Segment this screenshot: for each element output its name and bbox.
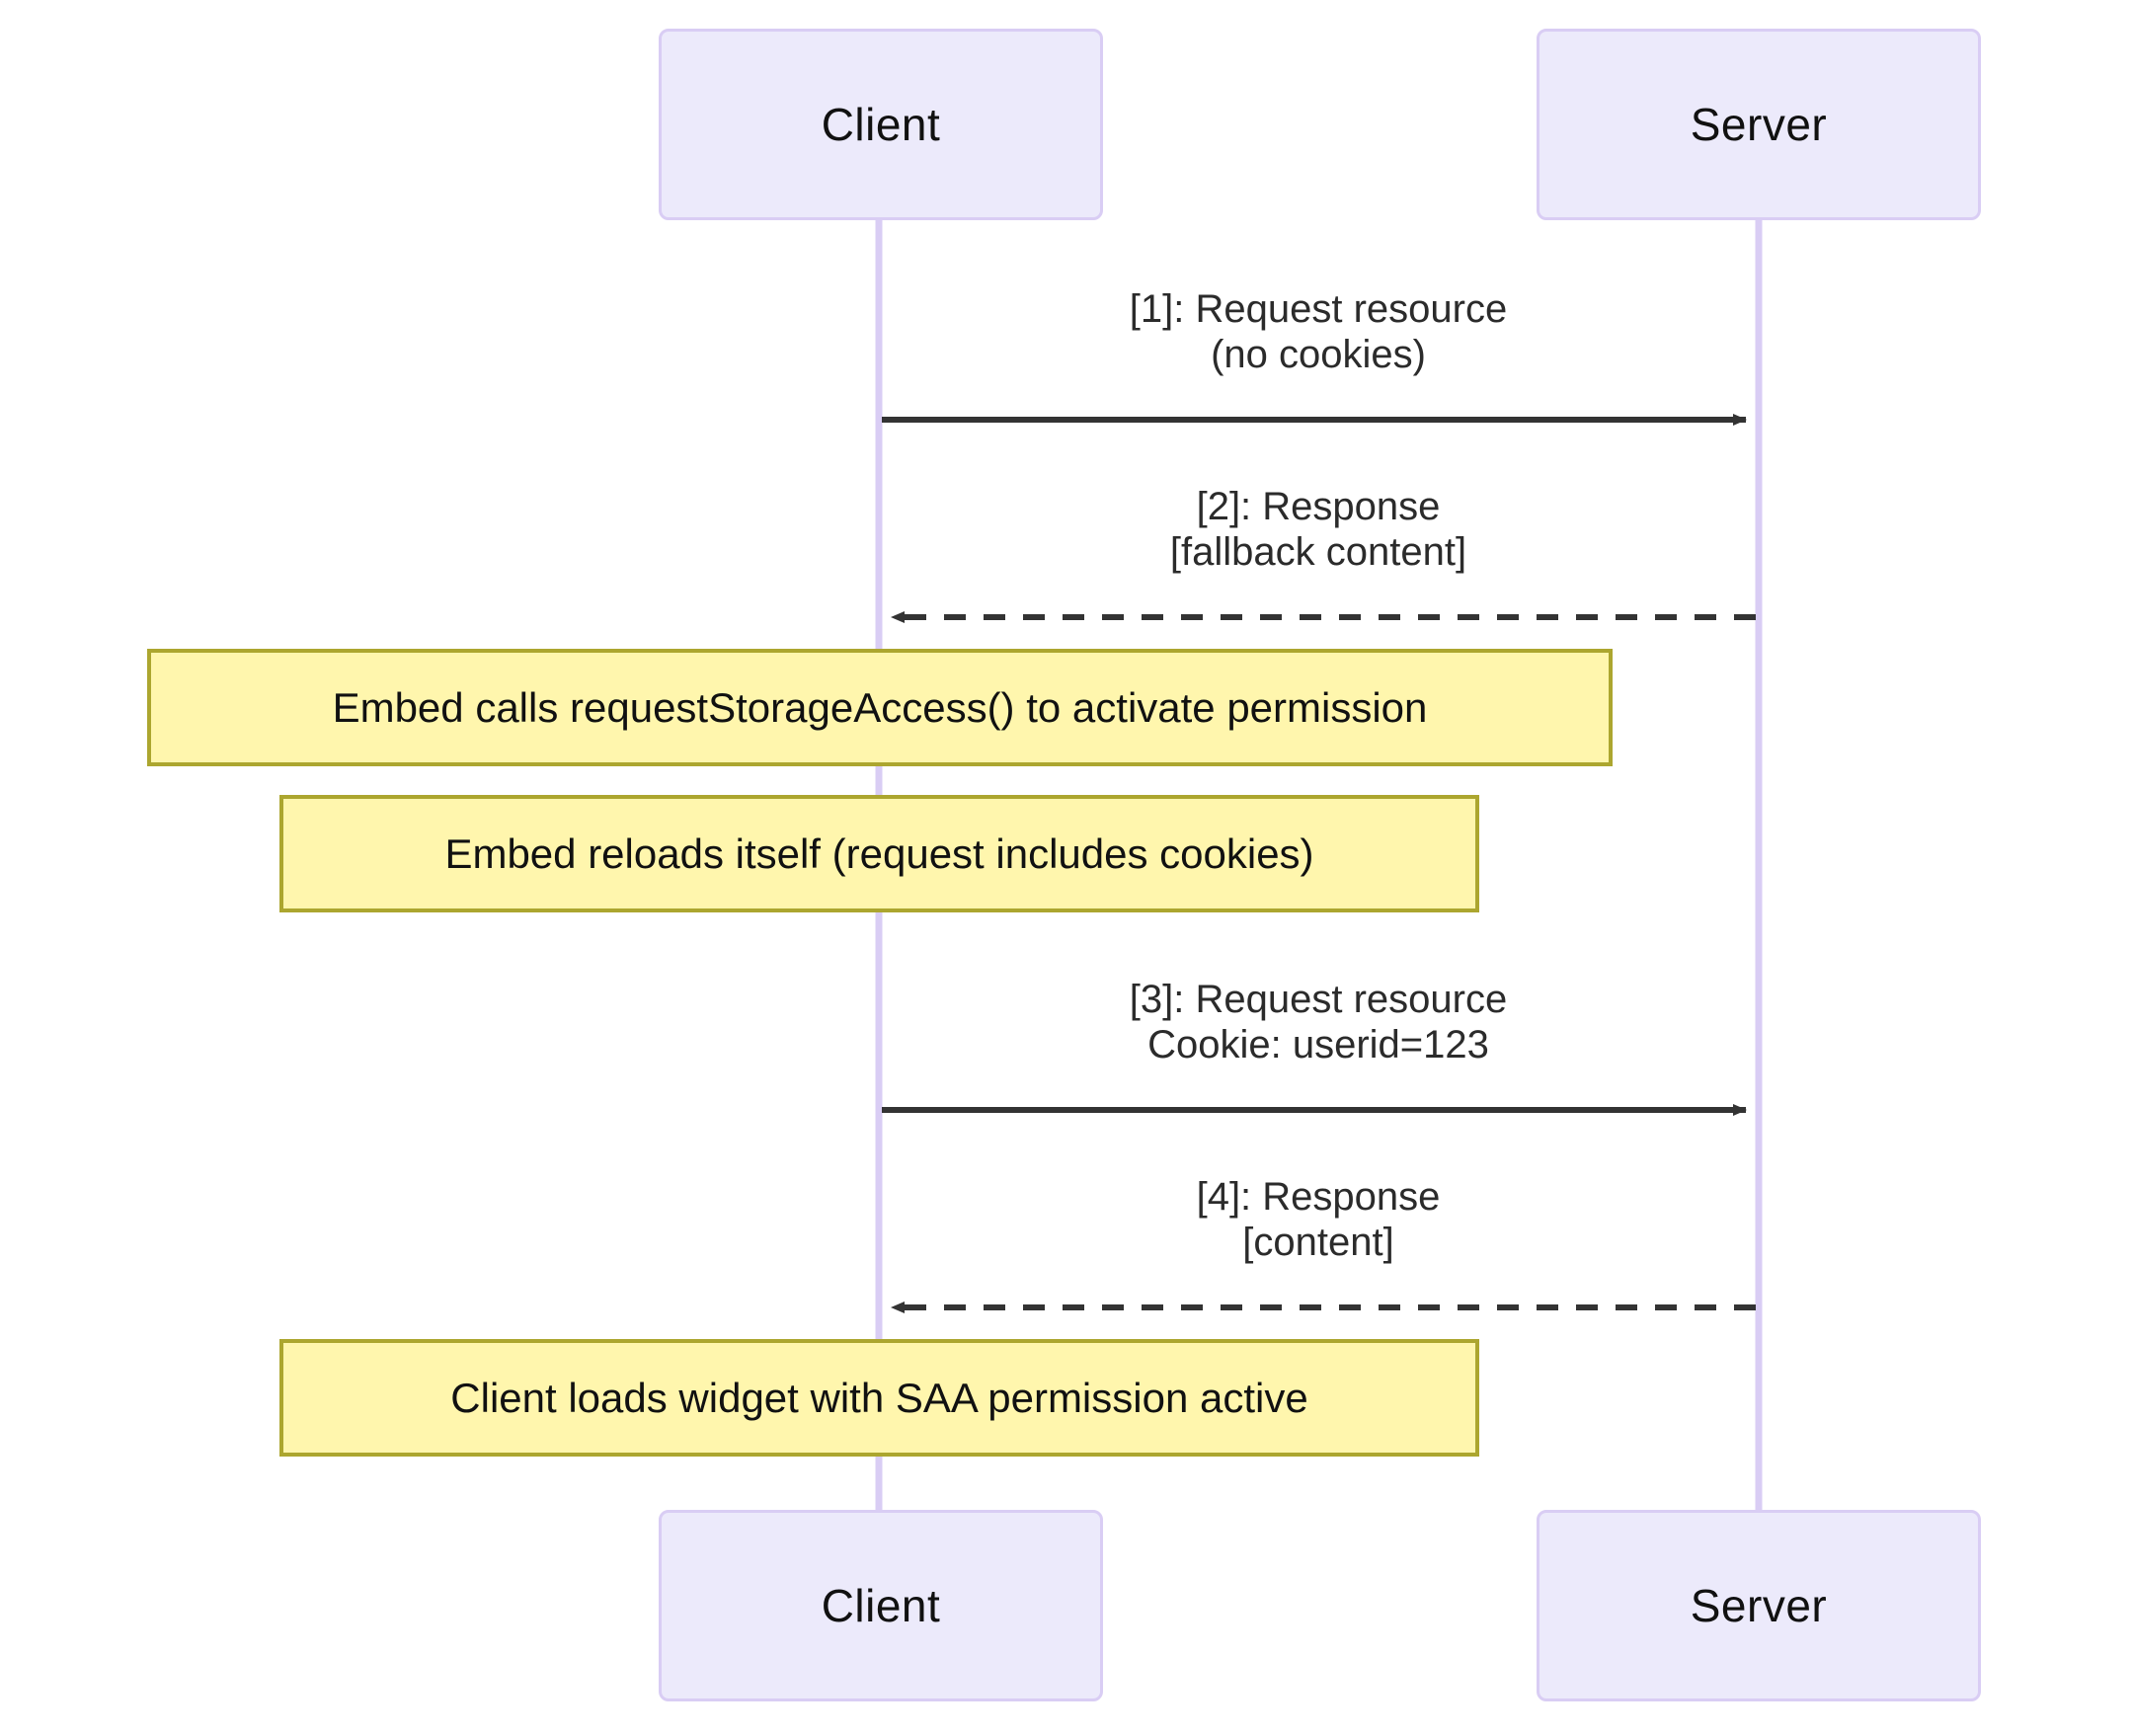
participant-label-client-bottom: Client xyxy=(821,1580,941,1631)
note-box-2[interactable]: Embed reloads itself (request includes c… xyxy=(279,795,1479,912)
message-label-3: [3]: Request resource Cookie: userid=123 xyxy=(1129,978,1508,1066)
note-label-2: Embed reloads itself (request includes c… xyxy=(444,829,1314,877)
note-label-3: Client loads widget with SAA permission … xyxy=(450,1374,1308,1421)
participant-box-server-bottom[interactable]: Server xyxy=(1537,1510,1981,1701)
message-label-1: [1]: Request resource (no cookies) xyxy=(1129,287,1508,376)
participant-label-client-top: Client xyxy=(821,99,941,150)
participant-box-client-top[interactable]: Client xyxy=(659,29,1103,220)
message-label-4: [4]: Response [content] xyxy=(1196,1175,1441,1264)
note-label-1: Embed calls requestStorageAccess() to ac… xyxy=(332,683,1428,731)
participant-label-server-bottom: Server xyxy=(1690,1580,1828,1631)
message-label-2: [2]: Response [fallback content] xyxy=(1169,485,1467,574)
participant-box-server-top[interactable]: Server xyxy=(1537,29,1981,220)
participant-box-client-bottom[interactable]: Client xyxy=(659,1510,1103,1701)
participant-label-server-top: Server xyxy=(1690,99,1828,150)
note-box-3[interactable]: Client loads widget with SAA permission … xyxy=(279,1339,1479,1457)
note-box-1[interactable]: Embed calls requestStorageAccess() to ac… xyxy=(147,649,1613,766)
